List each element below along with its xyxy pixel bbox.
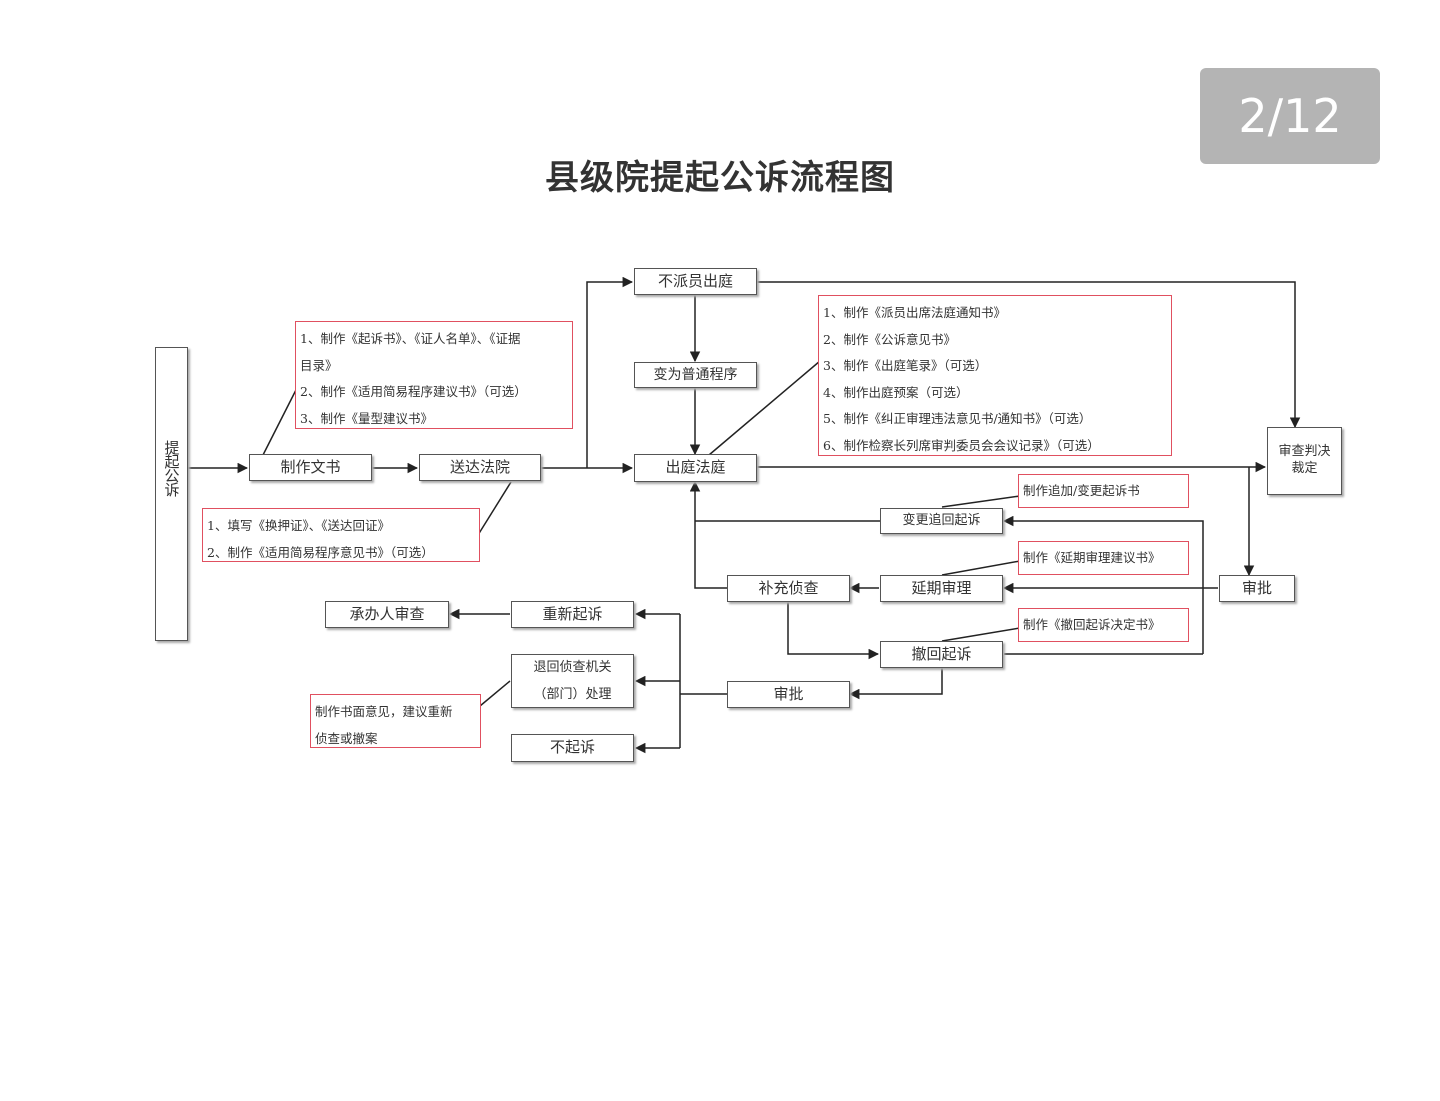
approve-right-box: 审批: [1219, 575, 1295, 602]
note-line: 制作追加/变更起诉书: [1023, 483, 1140, 498]
no-prosecution-box: 不起诉: [511, 734, 634, 762]
note-line: 目录》: [300, 357, 338, 373]
note-line: 2、制作《适用简易程序意见书》（可选）: [207, 544, 434, 560]
re-prosecute-box: 重新起诉: [511, 601, 634, 628]
note-line: 侦查或撤案: [315, 730, 378, 746]
attend-court-box: 出庭法庭: [634, 454, 757, 482]
callout-delay: [941, 560, 1021, 576]
note-line: 1、制作《起诉书》、《证人名单》、《证据: [300, 331, 521, 346]
note-line: 1、制作《派员出席法庭通知书》: [823, 305, 1006, 320]
note-line: 5、制作《纠正审理违法意见书/通知书》（可选）: [823, 411, 1092, 426]
callout-add-change: [941, 495, 1021, 508]
return-investigation-box: 退回侦查机关（部门）处理: [511, 654, 634, 708]
note-line: 3、制作《出庭笔录》（可选）: [823, 358, 988, 373]
return-note: 制作书面意见，建议重新 侦查或撤案: [310, 694, 481, 748]
note-line: 制作《延期审理建议书》: [1023, 550, 1161, 565]
start-prosecution-box: 提起公诉: [155, 347, 188, 641]
delay-note: 制作《延期审理建议书》: [1018, 541, 1189, 575]
arrow-bus-to-change: [1002, 515, 1204, 654]
arrow-to-no-prosecutor: [586, 276, 634, 468]
callout-make-docs: [262, 383, 300, 456]
deliver-note: 1、填写《换押证》、《送达回证》 2、制作《适用简易程序意见书》（可选）: [202, 508, 480, 562]
supplementary-investigation-box: 补充侦查: [727, 575, 850, 602]
arrow-withdraw-to-approve: [848, 668, 943, 700]
ordinary-procedure-box: 变为普通程序: [634, 362, 757, 388]
delayed-trial-box: 延期审理: [880, 575, 1003, 602]
page-title: 县级院提起公诉流程图: [545, 158, 895, 198]
make-docs-note: 1、制作《起诉书》、《证人名单》、《证据 目录》 2、制作《适用简易程序建议书》…: [295, 321, 573, 429]
make-docs-box: 制作文书: [249, 454, 372, 481]
add-change-note: 制作追加/变更起诉书: [1018, 474, 1189, 508]
note-line: 6、制作检察长列席审判委员会会议记录》（可选）: [823, 437, 1100, 453]
note-line: 4、制作出庭预案（可选）: [823, 384, 969, 400]
arrow-supplement-to-withdraw: [787, 601, 880, 660]
note-line: 3、制作《量型建议书》: [300, 410, 433, 426]
callout-withdraw: [941, 627, 1021, 642]
callout-court: [708, 360, 821, 456]
page-counter: 2/12: [1200, 68, 1380, 164]
deliver-court-box: 送达法院: [419, 454, 541, 481]
note-line: 1、填写《换押证》、《送达回证》: [207, 518, 390, 533]
note-line: 2、制作《公诉意见书》: [823, 331, 956, 347]
court-note: 1、制作《派员出席法庭通知书》 2、制作《公诉意见书》 3、制作《出庭笔录》（可…: [818, 295, 1172, 456]
callout-deliver: [477, 481, 512, 536]
handler-review-box: 承办人审查: [325, 601, 449, 628]
approve-lower-box: 审批: [727, 681, 850, 708]
arrow-supplement-to-attend: [689, 480, 727, 589]
note-line: 2、制作《适用简易程序建议书》（可选）: [300, 384, 527, 399]
change-add-prosecution-box: 变更追回起诉: [880, 508, 1003, 534]
arrow-no-prosecutor-to-review: [757, 281, 1301, 429]
review-verdict-box: 审查判决裁定: [1267, 427, 1342, 495]
no-prosecutor-box: 不派员出庭: [634, 268, 757, 295]
start-prosecution-label: 提起公诉: [162, 440, 181, 496]
note-line: 制作书面意见，建议重新: [315, 704, 453, 719]
callout-return: [479, 680, 511, 707]
withdraw-note: 制作《撤回起诉决定书》: [1018, 608, 1189, 642]
withdraw-prosecution-box: 撤回起诉: [880, 641, 1003, 668]
note-line: 制作《撤回起诉决定书》: [1023, 617, 1161, 632]
